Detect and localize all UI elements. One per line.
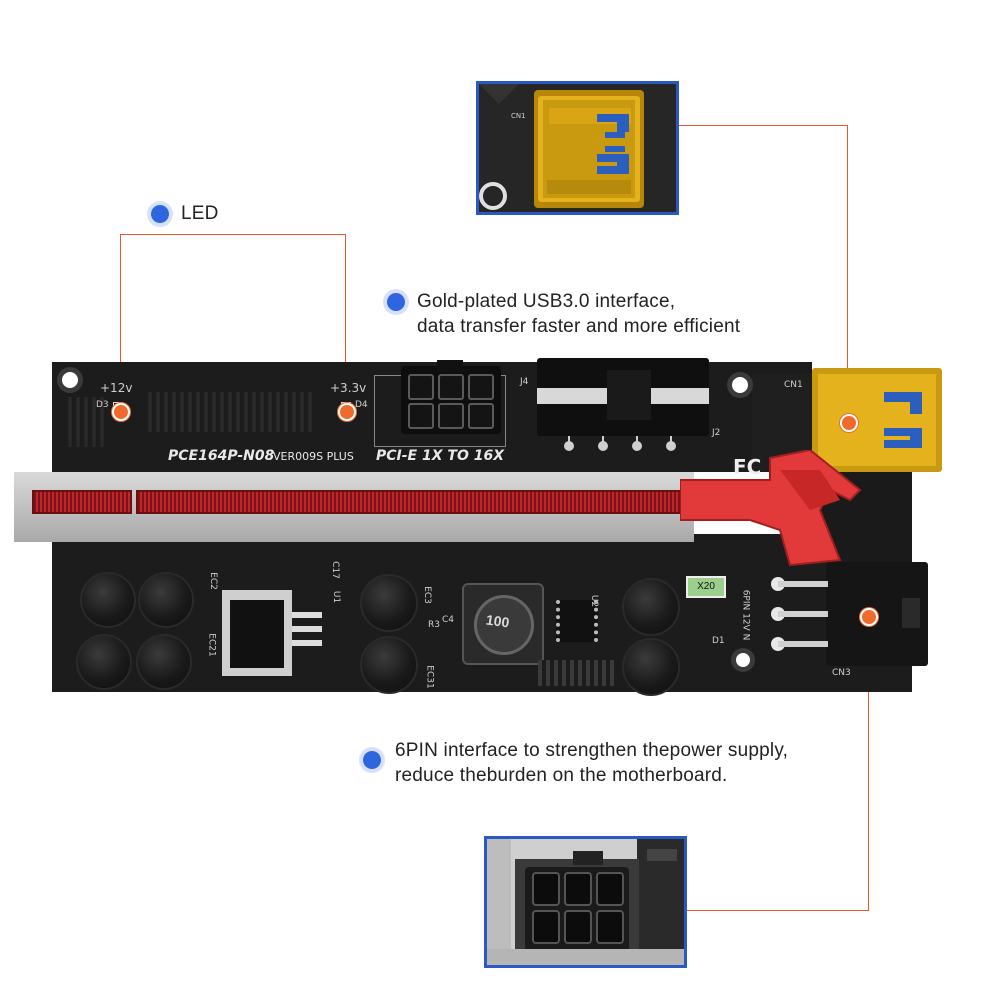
molex-pins bbox=[564, 436, 676, 451]
c17-label: C17 bbox=[329, 561, 340, 579]
cn1-label: CN1 bbox=[784, 380, 803, 390]
inductor: 100 bbox=[462, 583, 544, 665]
capacitor bbox=[136, 634, 192, 690]
usb-blue-contacts-icon bbox=[884, 392, 922, 448]
capacitor bbox=[622, 578, 680, 636]
power-bullet-icon bbox=[363, 751, 381, 769]
capacitor bbox=[360, 636, 418, 694]
svg-text:CN1: CN1 bbox=[511, 112, 526, 120]
voltage-regulator bbox=[222, 590, 292, 676]
led-connector-line bbox=[120, 234, 121, 410]
j2-label: J2 bbox=[712, 428, 721, 438]
six-pin-connector-icon bbox=[487, 839, 684, 965]
board-version: VER009S PLUS bbox=[273, 450, 354, 463]
regulator-leads bbox=[292, 612, 322, 652]
cn3-label: CN3 bbox=[832, 668, 851, 678]
ec31-label: EC31 bbox=[424, 665, 435, 689]
u2-label: U2 bbox=[589, 594, 600, 608]
connector-pins bbox=[771, 577, 828, 651]
led-connector-line bbox=[120, 234, 346, 235]
inductor-marking: 100 bbox=[485, 611, 511, 631]
capacitor bbox=[76, 634, 132, 690]
ic-u2 bbox=[556, 600, 598, 642]
capacitor bbox=[138, 572, 194, 628]
led-marker-right bbox=[338, 403, 356, 421]
power-connector-line bbox=[686, 910, 869, 911]
six-pin-marker bbox=[860, 608, 878, 626]
power-callout-line2: reduce theburden on the motherboard. bbox=[395, 765, 728, 786]
ec21-label: EC21 bbox=[206, 633, 217, 657]
six-pin-closeup-image bbox=[484, 836, 687, 968]
power-connector-line bbox=[868, 618, 869, 911]
r3-label: R3 bbox=[428, 620, 440, 630]
board-usb-port[interactable] bbox=[812, 368, 942, 472]
led-marker-left bbox=[112, 403, 130, 421]
j4-label: J4 bbox=[520, 377, 529, 387]
usb-callout-line1: Gold-plated USB3.0 interface, bbox=[417, 291, 676, 312]
molex-connector bbox=[537, 358, 709, 436]
usb-connector-line bbox=[679, 125, 848, 126]
top-six-pin-header bbox=[374, 360, 506, 447]
usb-callout-line2: data transfer faster and more efficient bbox=[417, 316, 741, 337]
mounting-hole bbox=[727, 372, 753, 398]
d4-label: D4 bbox=[355, 400, 368, 410]
mounting-hole bbox=[731, 648, 755, 672]
d3-label: D3 bbox=[96, 400, 109, 410]
usb-bullet-icon bbox=[387, 293, 405, 311]
u1-label: U1 bbox=[331, 590, 342, 604]
pcie-label: PCI-E 1X TO 16X bbox=[376, 448, 505, 464]
ec2-label: EC2 bbox=[207, 572, 218, 590]
power-callout-line1: 6PIN interface to strengthen thepower su… bbox=[395, 740, 789, 761]
mounting-hole bbox=[57, 367, 83, 393]
v33-label: +3.3v bbox=[330, 381, 367, 395]
v12-label: +12v bbox=[100, 381, 133, 395]
capacitor bbox=[360, 574, 418, 632]
board-model: PCE164P-N08 bbox=[168, 448, 275, 464]
d1-label: D1 bbox=[712, 636, 725, 646]
usb-marker bbox=[840, 414, 858, 432]
led-connector-line bbox=[345, 234, 346, 410]
ec3-label: EC3 bbox=[421, 586, 432, 604]
resistor-array bbox=[538, 660, 618, 686]
pcb-traces bbox=[68, 392, 312, 447]
usb-connector-line bbox=[847, 125, 848, 421]
six-pin-silk-label: 6PIN 12V N bbox=[740, 589, 751, 641]
pcie-x16-slot[interactable] bbox=[14, 472, 694, 542]
fuse: X20 bbox=[686, 576, 726, 598]
led-bullet-icon bbox=[151, 205, 169, 223]
capacitor bbox=[622, 638, 680, 696]
capacitor bbox=[80, 572, 136, 628]
usb-closeup-image: CN1 bbox=[476, 81, 679, 215]
slot-latch[interactable] bbox=[680, 450, 880, 570]
led-callout-label: LED bbox=[181, 203, 219, 224]
c4-label: C4 bbox=[442, 615, 455, 625]
usb-port-icon: CN1 bbox=[479, 84, 676, 212]
fcc-mark: FC bbox=[733, 455, 762, 479]
